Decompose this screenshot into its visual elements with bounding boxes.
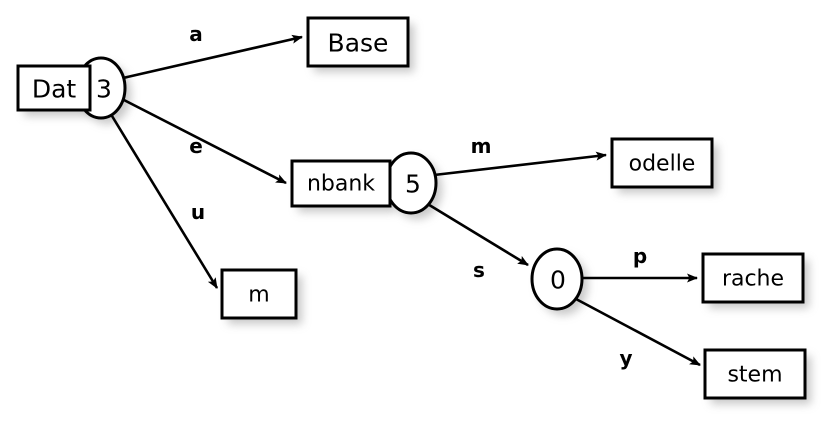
node-odelle-label: odelle — [629, 152, 696, 177]
node-layer: Dat 3 Base nbank 5 m — [16, 16, 807, 400]
edge-s-line[interactable] — [425, 201, 529, 267]
node-zero[interactable]: 0 — [530, 247, 584, 311]
node-m-leaf[interactable]: m — [220, 268, 298, 320]
edge-label-layer: a e u m s p y — [189, 22, 647, 370]
node-base-label: Base — [328, 29, 389, 58]
edge-u-line[interactable] — [110, 115, 219, 289]
edge-y-line[interactable] — [575, 297, 701, 367]
edge-label-p: p — [633, 244, 647, 268]
edge-label-m: m — [471, 134, 492, 158]
edge-label-s: s — [473, 258, 485, 282]
node-rache[interactable]: rache — [701, 252, 805, 304]
node-base-rect[interactable] — [306, 16, 410, 68]
edge-m-line[interactable] — [433, 151, 607, 177]
node-m-leaf-rect[interactable] — [220, 268, 298, 320]
node-base[interactable]: Base — [306, 16, 410, 68]
node-nbank-box-label: nbank — [307, 172, 375, 197]
node-zero-ellipse[interactable] — [530, 247, 584, 311]
node-stem-label: stem — [727, 363, 782, 388]
node-m-leaf-label: m — [248, 283, 269, 308]
shadow-layer — [24, 24, 811, 404]
node-odelle[interactable]: odelle — [610, 137, 714, 189]
node-nbank[interactable]: nbank 5 — [290, 151, 438, 215]
edge-label-a: a — [189, 22, 203, 46]
node-nbank-ellipse-label: 5 — [405, 170, 421, 199]
node-root-rect[interactable] — [16, 64, 92, 112]
node-stem[interactable]: stem — [703, 348, 807, 400]
node-root-ellipse-label: 3 — [96, 75, 112, 104]
node-root-box-label: Dat — [32, 75, 77, 104]
node-rache-label: rache — [722, 267, 784, 292]
edge-label-u: u — [191, 200, 205, 224]
edge-a-line[interactable] — [122, 34, 303, 80]
node-stem-rect[interactable] — [703, 348, 807, 400]
node-nbank-rect[interactable] — [290, 159, 392, 208]
edge-e-line[interactable] — [121, 97, 287, 185]
edge-layer — [110, 34, 701, 367]
node-root[interactable]: Dat 3 — [16, 56, 127, 120]
edge-label-y: y — [619, 346, 632, 370]
node-zero-label: 0 — [550, 266, 566, 295]
node-odelle-rect[interactable] — [610, 137, 714, 189]
node-rache-rect[interactable] — [701, 252, 805, 304]
edge-label-e: e — [189, 134, 203, 158]
